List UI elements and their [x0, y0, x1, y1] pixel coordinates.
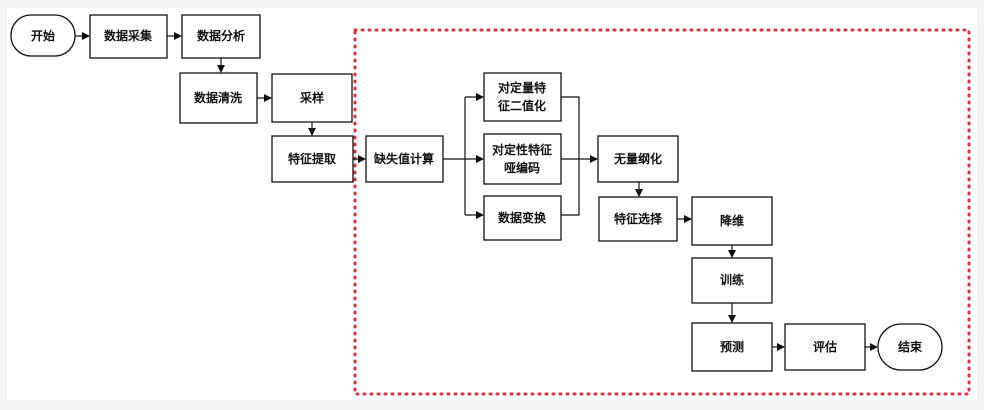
node-collect-label: 数据采集 — [104, 28, 153, 43]
node-extract-label: 特征提取 — [288, 151, 336, 166]
node-dimensionless: 无量纲化 — [597, 135, 679, 183]
node-clean: 数据清洗 — [179, 72, 258, 124]
node-evaluate-label: 评估 — [813, 339, 837, 354]
flowchart: 开始 数据采集 数据分析 数据清洗 采样 — [10, 14, 971, 396]
node-select: 特征选择 — [598, 196, 678, 242]
node-binarize-label-line1: 对定量特 — [498, 80, 546, 95]
diagram-canvas: 开始 数据采集 数据分析 数据清洗 采样 — [7, 8, 977, 400]
node-end-label: 结束 — [898, 339, 923, 354]
node-reduce: 降维 — [691, 196, 773, 246]
node-clean-label: 数据清洗 — [194, 90, 242, 105]
node-sample: 采样 — [271, 73, 353, 123]
node-start: 开始 — [10, 14, 76, 57]
node-train: 训练 — [691, 257, 773, 304]
fanin-binarize — [561, 96, 580, 159]
fanin-transform — [561, 159, 580, 216]
node-collect: 数据采集 — [89, 14, 168, 59]
nodes: 开始 数据采集 数据分析 数据清洗 采样 — [10, 14, 943, 372]
node-select-label: 特征选择 — [614, 211, 663, 226]
node-dimensionless-label: 无量纲化 — [613, 151, 662, 166]
node-missing: 缺失值计算 — [365, 135, 444, 183]
node-start-label: 开始 — [31, 28, 55, 43]
node-binarize: 对定量特 征二值化 — [483, 72, 562, 122]
connectors — [75, 32, 878, 351]
node-onehot: 对定性特征 哑编码 — [483, 133, 562, 185]
node-binarize-label-line2: 征二值化 — [498, 98, 546, 113]
node-predict-label: 预测 — [720, 339, 744, 354]
node-evaluate: 评估 — [784, 323, 866, 371]
node-extract: 特征提取 — [271, 135, 354, 183]
node-train-label: 训练 — [720, 272, 744, 287]
node-onehot-label-line2: 哑编码 — [504, 160, 540, 175]
node-predict: 预测 — [691, 322, 773, 372]
node-end: 结束 — [877, 323, 943, 371]
node-transform: 数据变换 — [483, 195, 562, 241]
node-sample-label: 采样 — [299, 90, 324, 105]
node-reduce-label: 降维 — [720, 213, 744, 228]
node-transform-label: 数据变换 — [498, 210, 547, 225]
dotted-region-frame — [353, 28, 971, 396]
node-analyze: 数据分析 — [181, 14, 261, 59]
node-missing-label: 缺失值计算 — [374, 151, 434, 166]
node-analyze-label: 数据分析 — [197, 28, 245, 43]
node-onehot-label-line1: 对定性特征 — [492, 142, 552, 157]
